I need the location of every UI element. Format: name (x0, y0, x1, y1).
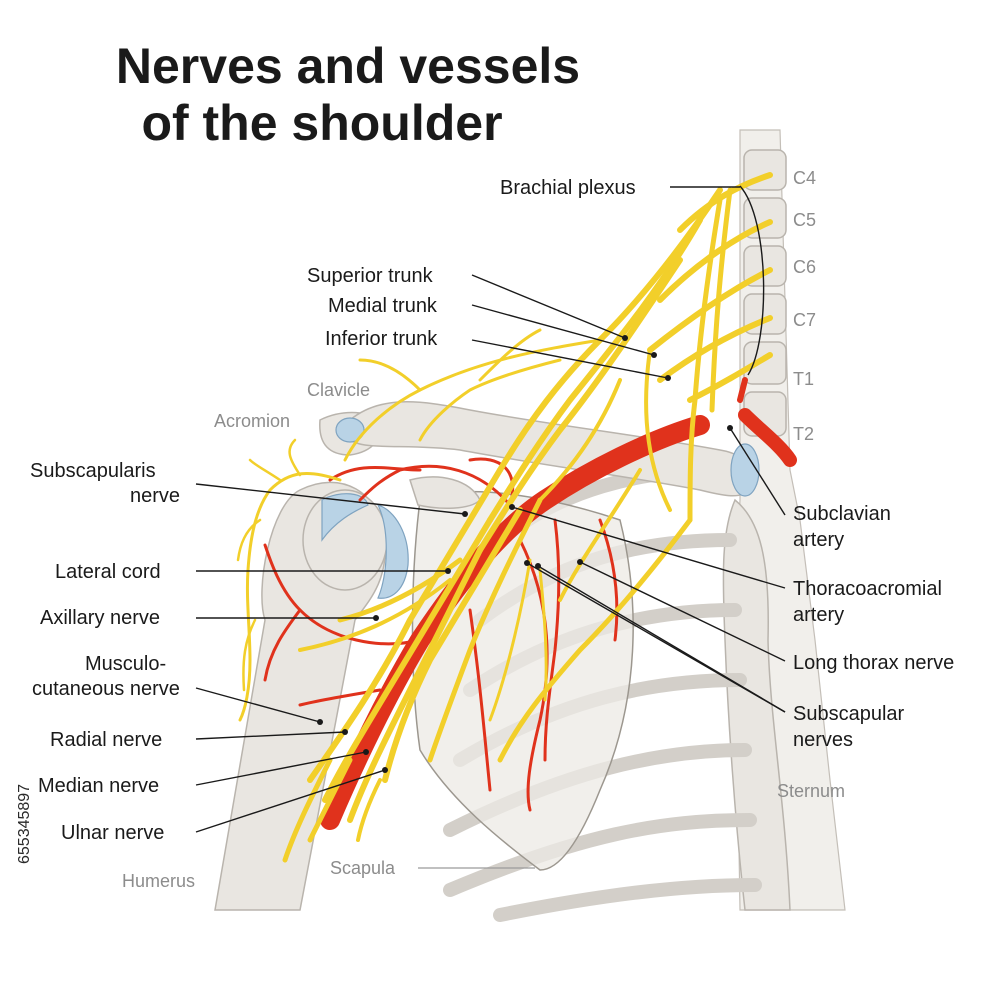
vertebra-label-c4: C4 (793, 168, 816, 188)
acromion-label: Acromion (214, 411, 290, 431)
label-lateral-cord: Lateral cord (55, 561, 161, 583)
label-median-nerve: Median nerve (38, 775, 159, 797)
label-radial-nerve: Radial nerve (50, 729, 162, 751)
label-thoracoacromial-artery-2: artery (793, 604, 844, 626)
title-line-1: Nerves and vessels (116, 38, 580, 94)
vertebra-label-c7: C7 (793, 310, 816, 330)
label-medial-trunk: Medial trunk (328, 295, 438, 317)
label-subclavian-artery-2: artery (793, 529, 844, 551)
label-subscapular-nerves-2: nerves (793, 729, 853, 751)
scapula-label: Scapula (330, 858, 396, 878)
brachial-plexus-bracket (739, 185, 765, 376)
label-superior-trunk: Superior trunk (307, 265, 434, 287)
stock-id-text: 655345897 (16, 784, 33, 864)
right-labels: Subclavian artery Thoracoacromial artery… (509, 425, 954, 751)
vertebra-label-c5: C5 (793, 210, 816, 230)
label-axillary-nerve: Axillary nerve (40, 607, 160, 629)
humeral-cartilage (321, 493, 369, 542)
label-inferior-trunk: Inferior trunk (325, 328, 438, 350)
sc-joint-cartilage (730, 443, 760, 497)
vertebra-label-c6: C6 (793, 257, 816, 277)
vertebra-label-t1: T1 (793, 369, 814, 389)
label-subscapularis-nerve-2: nerve (130, 485, 180, 507)
title-line-2: of the shoulder (141, 95, 502, 151)
clavicle-label: Clavicle (307, 380, 370, 400)
label-subscapular-nerves-1: Subscapular (793, 703, 905, 725)
label-subclavian-artery-1: Subclavian (793, 503, 891, 525)
label-subscapularis-nerve-1: Subscapularis (30, 460, 156, 482)
left-labels: Brachial plexus Superior trunk Medial tr… (30, 177, 740, 844)
vertebra-labels: C4 C5 C6 C7 T1 T2 (793, 168, 816, 444)
humerus-label: Humerus (122, 871, 195, 891)
glenoid-cartilage (376, 504, 409, 599)
bone-labels: Clavicle Acromion Humerus Scapula Sternu… (122, 380, 845, 891)
vertebra-label-t2: T2 (793, 424, 814, 444)
label-ulnar-nerve: Ulnar nerve (61, 822, 164, 844)
label-thoracoacromial-artery-1: Thoracoacromial (793, 578, 942, 600)
label-musculocutaneous-1: Musculo- (85, 653, 166, 675)
label-long-thorax-nerve: Long thorax nerve (793, 652, 954, 674)
sternum-label: Sternum (777, 781, 845, 801)
coracoid-bone (409, 476, 481, 510)
nerve-roots (647, 172, 773, 403)
nerves (236, 172, 773, 863)
ac-joint-cartilage (335, 417, 365, 443)
label-brachial-plexus: Brachial plexus (500, 177, 636, 199)
label-musculocutaneous-2: cutaneous nerve (32, 678, 180, 700)
